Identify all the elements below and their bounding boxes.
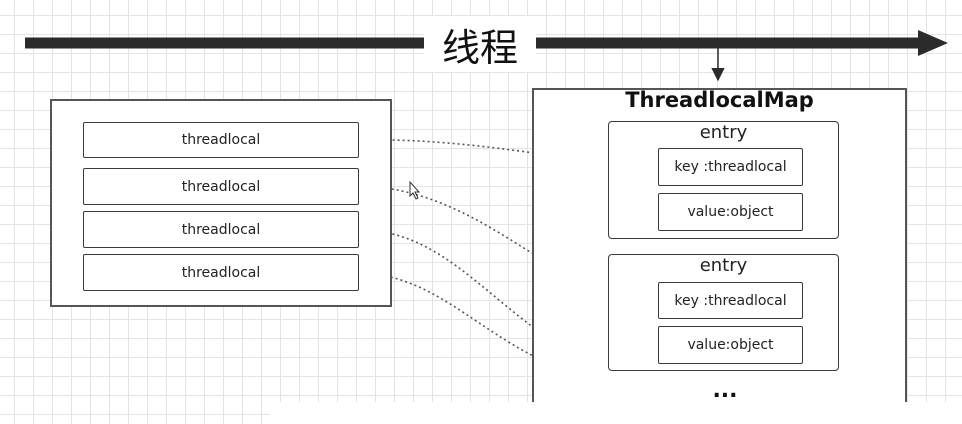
connector-key1-to-threadlocal1 bbox=[360, 134, 659, 169]
entry-1-value-box[interactable]: value:object bbox=[658, 193, 803, 231]
timeline-arrowhead bbox=[918, 30, 948, 56]
entry-1-key-box[interactable]: key :threadlocal bbox=[658, 148, 803, 186]
entry-2-value-box[interactable]: value:object bbox=[658, 326, 803, 364]
threadlocalmap-title: ThreadlocalMap bbox=[625, 88, 814, 112]
entry-title-1: entry bbox=[699, 122, 748, 143]
mouse-cursor-icon bbox=[409, 180, 421, 200]
entry-2-key-box[interactable]: key :threadlocal bbox=[658, 282, 803, 319]
bottom-whiteout bbox=[270, 402, 962, 424]
threadlocal-box-4[interactable]: threadlocal bbox=[83, 254, 359, 291]
entry-title-2: entry bbox=[699, 255, 748, 276]
connector-more-to-threadlocal4 bbox=[360, 267, 701, 399]
threadlocal-box-2[interactable]: threadlocal bbox=[83, 168, 359, 205]
more-entries-ellipsis: ... bbox=[712, 378, 738, 403]
timeline-label: 线程 bbox=[424, 16, 536, 72]
threadlocal-box-3[interactable]: threadlocal bbox=[83, 211, 359, 248]
threadlocal-box-1[interactable]: threadlocal bbox=[83, 122, 359, 158]
